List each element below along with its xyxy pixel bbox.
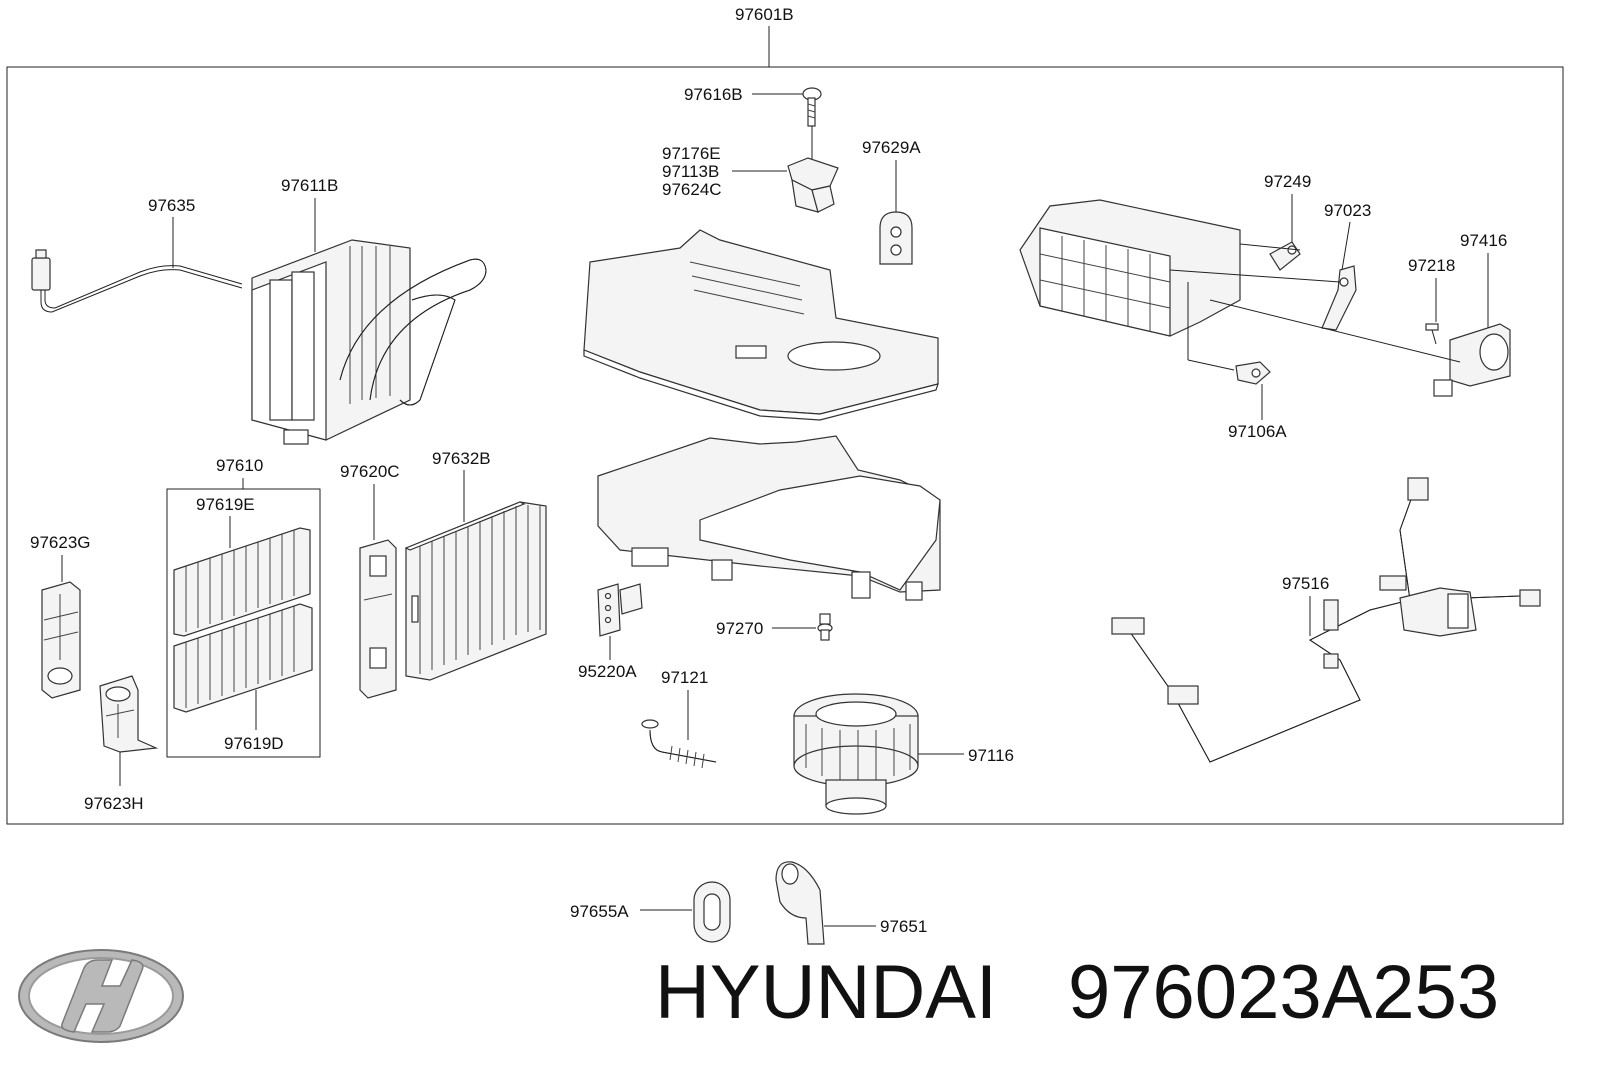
sensor-part: [31, 249, 243, 313]
label-97416: 97416: [1460, 231, 1507, 250]
label-97611B: 97611B: [281, 176, 338, 195]
brand-name: HYUNDAI: [655, 950, 997, 1035]
label-97651: 97651: [880, 917, 927, 936]
hyundai-logo-icon: [18, 949, 184, 1043]
filter-group-box: [166, 488, 321, 758]
lower-case-part: [597, 435, 941, 601]
label-97249: 97249: [1264, 172, 1311, 191]
label-97629A: 97629A: [862, 138, 921, 157]
label-97635: 97635: [148, 196, 195, 215]
label-97270: 97270: [716, 619, 763, 638]
label-97023: 97023: [1324, 201, 1371, 220]
intake-duct-part: [1019, 199, 1461, 363]
gasket-part: [879, 211, 913, 265]
relay-part: [597, 583, 643, 637]
label-97623H: 97623H: [84, 794, 144, 813]
filter-holder-g-part: [41, 581, 81, 699]
lever-part: [1321, 265, 1357, 331]
label-97616B: 97616B: [684, 85, 743, 104]
label-97655A: 97655A: [570, 902, 629, 921]
evaporator-part: [251, 239, 487, 445]
actuator-part: [1433, 323, 1511, 397]
label-97619E: 97619E: [196, 495, 255, 514]
duct-seal-part: [775, 861, 825, 945]
label-95220A: 95220A: [578, 662, 637, 681]
label-97620C: 97620C: [340, 462, 400, 481]
label-97619D: 97619D: [224, 734, 284, 753]
label-97624C: 97624C: [662, 180, 722, 199]
link-part: [1269, 241, 1301, 271]
part-number: 976023A253: [1068, 950, 1499, 1035]
grommet-part: [693, 881, 731, 943]
blower-motor-part: [793, 693, 919, 815]
label-97623G: 97623G: [30, 533, 91, 552]
label-97632B: 97632B: [432, 449, 491, 468]
wiring-harness-part: [1111, 477, 1541, 763]
filter-cover-part: [359, 539, 397, 699]
filter-holder-h-part: [99, 675, 159, 753]
filter-lower-part: [173, 603, 313, 713]
clip-part: [1187, 359, 1271, 385]
drain-hose-part: [641, 719, 717, 769]
upper-case-part: [583, 229, 939, 421]
label-97218: 97218: [1408, 256, 1455, 275]
small-screw-part: [1425, 323, 1439, 345]
label-97121: 97121: [661, 668, 708, 687]
blower-resistor-part: [787, 157, 839, 213]
label-97601B: 97601B: [735, 5, 794, 24]
air-filter-part: [404, 501, 547, 681]
label-97610: 97610: [216, 456, 263, 475]
label-97516: 97516: [1282, 574, 1329, 593]
label-97176E: 97176E: [662, 144, 721, 163]
screw-part: [802, 87, 822, 160]
label-97113B: 97113B: [662, 162, 719, 181]
diagram-frame: [6, 66, 1564, 825]
bolt-part: [817, 613, 833, 641]
label-97116: 97116: [968, 746, 1014, 765]
filter-upper-part: [173, 527, 311, 637]
label-97106A: 97106A: [1228, 422, 1287, 441]
